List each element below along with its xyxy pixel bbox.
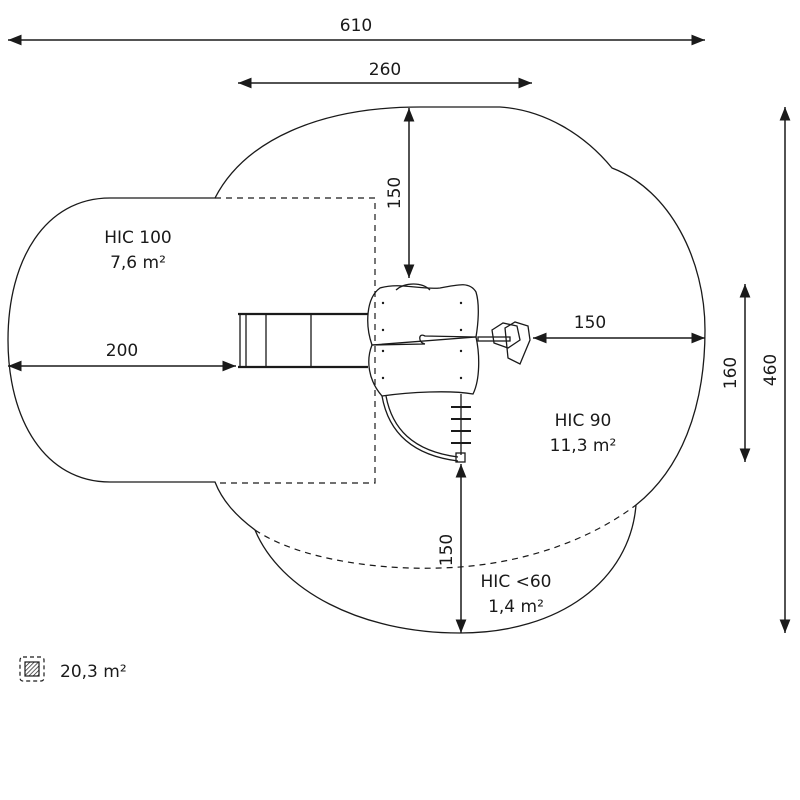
play-equipment [238,283,531,463]
platform-bottom [368,336,480,397]
zone-hic60-area: 1,4 m² [488,597,544,617]
dim-bottom-clearance: 150 [437,534,457,566]
hatched-area-icon [19,656,45,682]
zone-hic100-area: 7,6 m² [110,253,166,273]
impact-area-outline [7,106,706,634]
hic100-zone-boundary [215,197,376,484]
zone-hic60-label: HIC <60 [481,572,552,592]
steering-wheel [477,321,531,365]
dim-top-clearance: 150 [385,177,405,209]
dim-right-clearance: 150 [574,313,606,333]
dim-total-width: 610 [340,16,372,36]
dim-left-clearance: 200 [106,341,138,361]
ladder [451,394,471,463]
dim-top-width: 260 [369,60,401,80]
dim-total-height: 460 [761,354,781,386]
dome [395,283,431,291]
slide [238,312,368,369]
curved-rail [381,395,459,462]
dim-right-height: 160 [721,357,741,389]
platform-top [367,284,479,346]
zone-hic100-label: HIC 100 [104,228,172,248]
zone-hic90-area: 11,3 m² [550,436,617,456]
legend-total-area: 20,3 m² [60,662,127,682]
zone-hic90-label: HIC 90 [555,411,612,431]
hic60-zone-boundary [254,504,637,569]
